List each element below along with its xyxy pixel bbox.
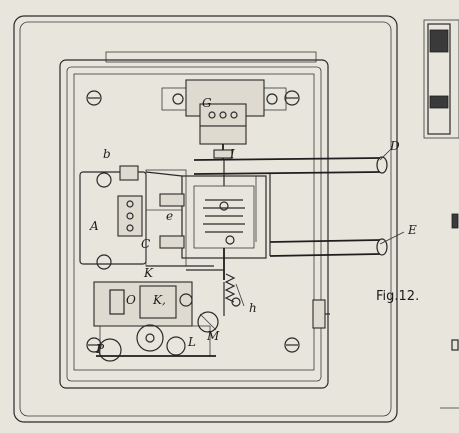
label-l: L [187,335,196,349]
label-a: A [89,219,99,233]
corner-screws [86,90,300,353]
block-a [79,165,183,270]
spring-h [224,273,245,307]
label-b: b [103,147,111,161]
side-terminal [312,299,330,329]
label-d: D [389,139,400,153]
label-k1: K, [152,293,166,307]
leader-lines [379,149,405,245]
edge-section [423,19,459,409]
top-block-g [161,79,287,160]
label-h: h [249,301,257,315]
bellows-frame [181,160,267,280]
outer-plate [13,15,398,423]
label-k: K [143,266,154,280]
label-e-upper: E [407,223,417,237]
lever-assembly [145,169,224,271]
housing-frame [59,51,329,389]
label-m: M [206,329,220,343]
label-g: G [202,96,212,110]
label-p: P [95,342,105,356]
pipes [193,156,388,257]
label-e-lower: e [166,209,173,223]
label-o: O [126,293,136,307]
gearbox [93,281,225,362]
label-c: C [141,237,150,251]
figure-caption: Fig.12. [376,289,419,304]
label-i: I [229,147,235,161]
